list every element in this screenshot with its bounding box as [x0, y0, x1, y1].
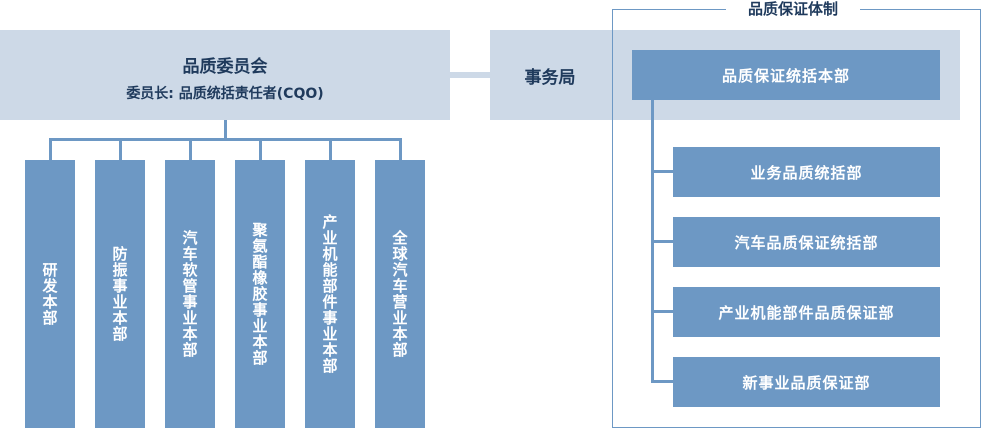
division-label: 汽车软管事业本部	[180, 230, 199, 358]
qa-branch-line	[651, 170, 673, 173]
division-box: 防振事业本部	[95, 160, 145, 428]
division-drop-line	[49, 138, 52, 160]
qa-branch-line	[651, 240, 673, 243]
qa-head-box: 品质保证统括本部	[632, 50, 940, 100]
quality-committee-box: 品质委员会 委员长: 品质统括责任者(CQO)	[0, 30, 450, 120]
division-bus-line	[49, 138, 402, 141]
qa-unit-box: 业务品质统括部	[673, 147, 940, 197]
qa-unit-label: 业务品质统括部	[750, 163, 863, 182]
division-box: 产业机能部件事业本部	[305, 160, 355, 428]
committee-chair: 委员长: 品质统括责任者(CQO)	[126, 86, 324, 102]
division-drop-line	[259, 138, 262, 160]
division-box: 研发本部	[25, 160, 75, 428]
qa-unit-box: 新事业品质保证部	[673, 357, 940, 407]
division-label: 研发本部	[40, 262, 59, 326]
qa-unit-box: 汽车品质保证统括部	[673, 217, 940, 267]
division-drop-line	[189, 138, 192, 160]
qa-system-title: 品质保证体制	[726, 0, 860, 20]
division-drop-line	[119, 138, 122, 160]
qa-unit-label: 汽车品质保证统括部	[734, 233, 879, 252]
division-drop-line	[329, 138, 332, 160]
division-box: 全球汽车营业本部	[375, 160, 425, 428]
division-label: 防振事业本部	[110, 246, 129, 342]
division-label: 产业机能部件事业本部	[320, 214, 339, 374]
division-box: 聚氨酯橡胶事业本部	[235, 160, 285, 428]
division-box: 汽车软管事业本部	[165, 160, 215, 428]
division-trunk-line	[224, 120, 227, 140]
qa-head-label: 品质保证统括本部	[721, 66, 850, 85]
committee-secretariat-connector	[450, 72, 490, 78]
qa-branch-line	[651, 310, 673, 313]
committee-title: 品质委员会	[182, 57, 268, 77]
qa-branch-line	[651, 380, 673, 383]
qa-unit-box: 产业机能部件品质保证部	[673, 287, 940, 337]
division-label: 聚氨酯橡胶事业本部	[250, 222, 269, 366]
secretariat-label: 事务局	[524, 68, 576, 88]
division-drop-line	[399, 138, 402, 160]
division-label: 全球汽车营业本部	[390, 230, 409, 358]
qa-unit-label: 产业机能部件品质保证部	[718, 303, 895, 322]
qa-unit-label: 新事业品质保证部	[742, 373, 871, 392]
